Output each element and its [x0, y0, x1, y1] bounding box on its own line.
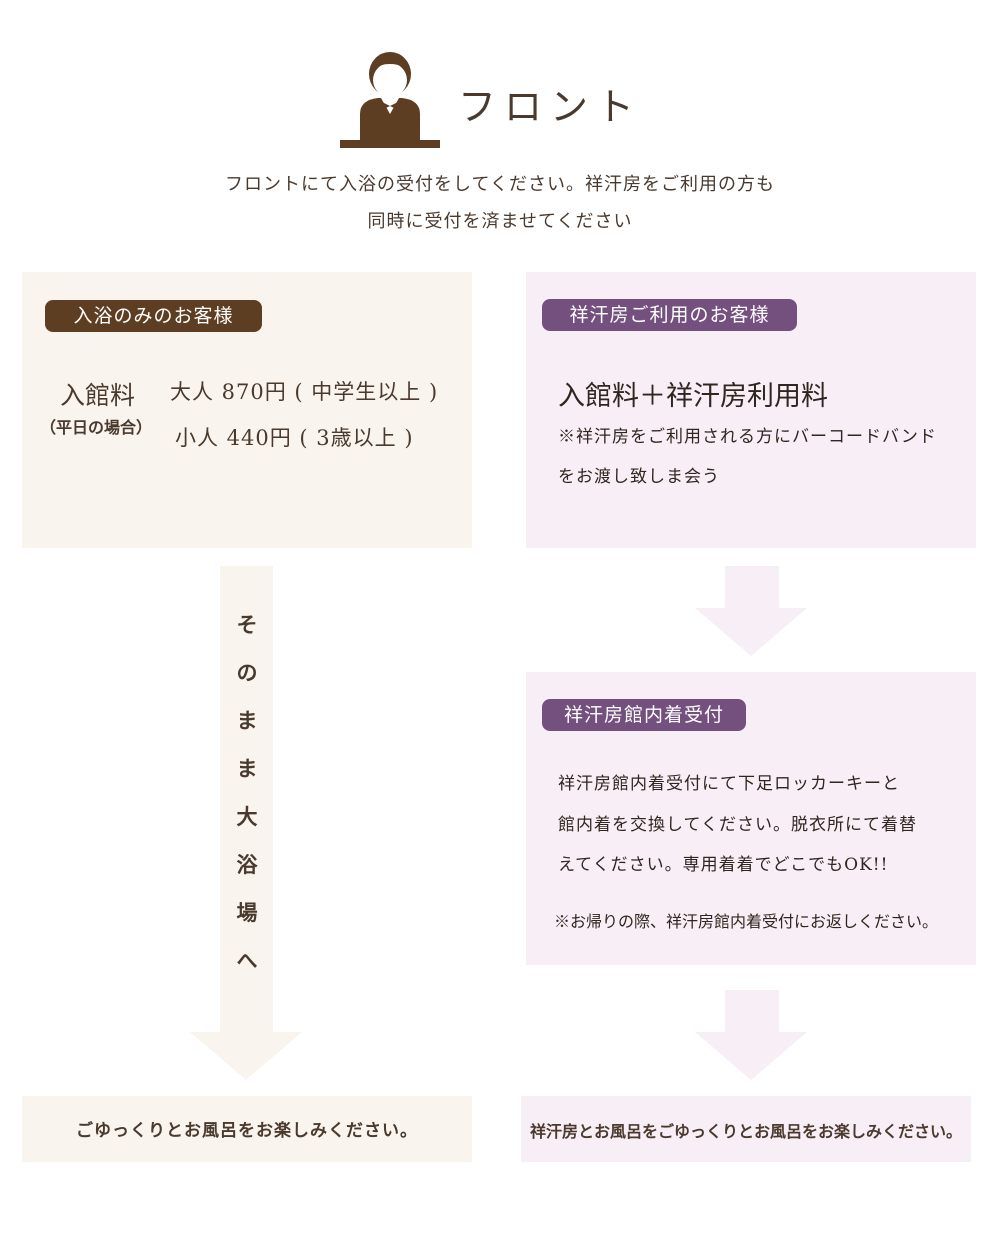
page-title: フロント: [458, 85, 643, 129]
vertical-char: の: [236, 660, 258, 685]
down-arrow-2: [695, 990, 807, 1080]
shokanbo-note-line-1: ※祥汗房をご利用される方にバーコードバンド: [558, 427, 937, 447]
reception-line-2: 館内着を交換してください。脱衣所にて着替: [558, 815, 917, 835]
front-description-line-1: フロントにて入浴の受付をしてください。祥汗房をご利用の方も: [225, 174, 775, 195]
bath-only-footer-box: ごゆっくりとお風呂をお楽しみください。: [22, 1096, 472, 1162]
vertical-char: ま: [236, 756, 258, 781]
down-arrow-1: [695, 566, 807, 656]
shokanbo-pill: 祥汗房ご利用のお客様: [542, 299, 797, 331]
vertical-char: へ: [236, 948, 258, 973]
vertical-char: 浴: [236, 852, 258, 877]
reception-line-3: えてください。専用着着でどこでもOK!!: [558, 855, 889, 875]
bath-only-footer-text: ごゆっくりとお風呂をお楽しみください。: [76, 1121, 418, 1141]
vertical-char: ま: [236, 708, 258, 733]
vertical-direction-text: そ の ま ま 大 浴 場 へ: [222, 610, 272, 994]
shokanbo-note-line-2: をお渡し致しま会う: [558, 467, 720, 487]
shokanbo-footer-text: 祥汗房とお風呂をごゆっくりとお風呂をお楽しみください。: [529, 1122, 962, 1141]
front-description: フロントにて入浴の受付をしてください。祥汗房をご利用の方も 同時に受付を済ませて…: [0, 166, 1000, 240]
bath-only-pill: 入浴のみのお客様: [45, 300, 262, 332]
long-down-arrow: [190, 566, 302, 1080]
shokanbo-panel: 祥汗房ご利用のお客様 入館料＋祥汗房利用料 ※祥汗房をご利用される方にバーコード…: [526, 272, 976, 548]
receptionist-icon: [340, 52, 440, 148]
reception-line-1: 祥汗房館内着受付にて下足ロッカーキーと: [558, 774, 900, 794]
reception-note: ※お帰りの際、祥汗房館内着受付にお返しください。: [554, 912, 939, 931]
shokanbo-fee-line: 入館料＋祥汗房利用料: [558, 381, 828, 412]
bath-only-panel: 入浴のみのお客様 入館料 （平日の場合） 大人 870円 ( 中学生以上 ) 小…: [22, 272, 472, 548]
fee-label: 入館料: [60, 381, 136, 410]
adult-fee: 大人 870円 ( 中学生以上 ): [170, 380, 439, 404]
child-fee: 小人 440円 ( 3歳以上 ): [175, 426, 414, 450]
reception-panel: 祥汗房館内着受付 祥汗房館内着受付にて下足ロッカーキーと 館内着を交換してくださ…: [526, 672, 976, 965]
shokanbo-footer-box: 祥汗房とお風呂をごゆっくりとお風呂をお楽しみください。: [521, 1096, 971, 1162]
fee-sub-label: （平日の場合）: [40, 418, 153, 437]
front-description-line-2: 同時に受付を済ませてください: [367, 211, 633, 232]
vertical-char: 大: [236, 804, 258, 829]
vertical-char: 場: [236, 900, 258, 925]
vertical-char: そ: [236, 612, 258, 637]
reception-pill: 祥汗房館内着受付: [542, 699, 746, 731]
